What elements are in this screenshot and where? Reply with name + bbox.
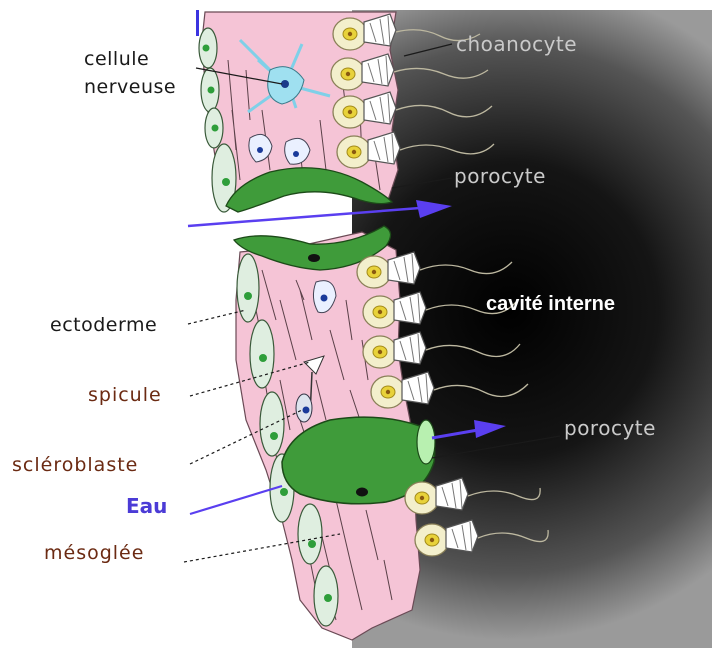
- label-ectoderme: ectoderme: [50, 316, 157, 335]
- label-choanocyte: choanocyte: [456, 34, 577, 54]
- label-mesoglee: mésoglée: [44, 544, 144, 563]
- label-porocyte-top: porocyte: [454, 166, 546, 186]
- label-eau: Eau: [126, 496, 167, 516]
- edge-tick: [196, 10, 199, 36]
- water-leader: [190, 486, 282, 514]
- scleroblast-nucleus: [303, 407, 310, 414]
- porocyte-top-nucleus: [308, 254, 320, 262]
- label-porocyte-bottom: porocyte: [564, 418, 656, 438]
- label-cellule: cellule: [84, 50, 149, 69]
- label-cavite-interne: cavité interne: [486, 294, 615, 314]
- label-spicule: spicule: [88, 386, 162, 405]
- label-scleroblaste: scléroblaste: [12, 456, 138, 475]
- porocyte-bottom-nucleus: [356, 488, 368, 497]
- label-nerveuse: nerveuse: [84, 78, 176, 97]
